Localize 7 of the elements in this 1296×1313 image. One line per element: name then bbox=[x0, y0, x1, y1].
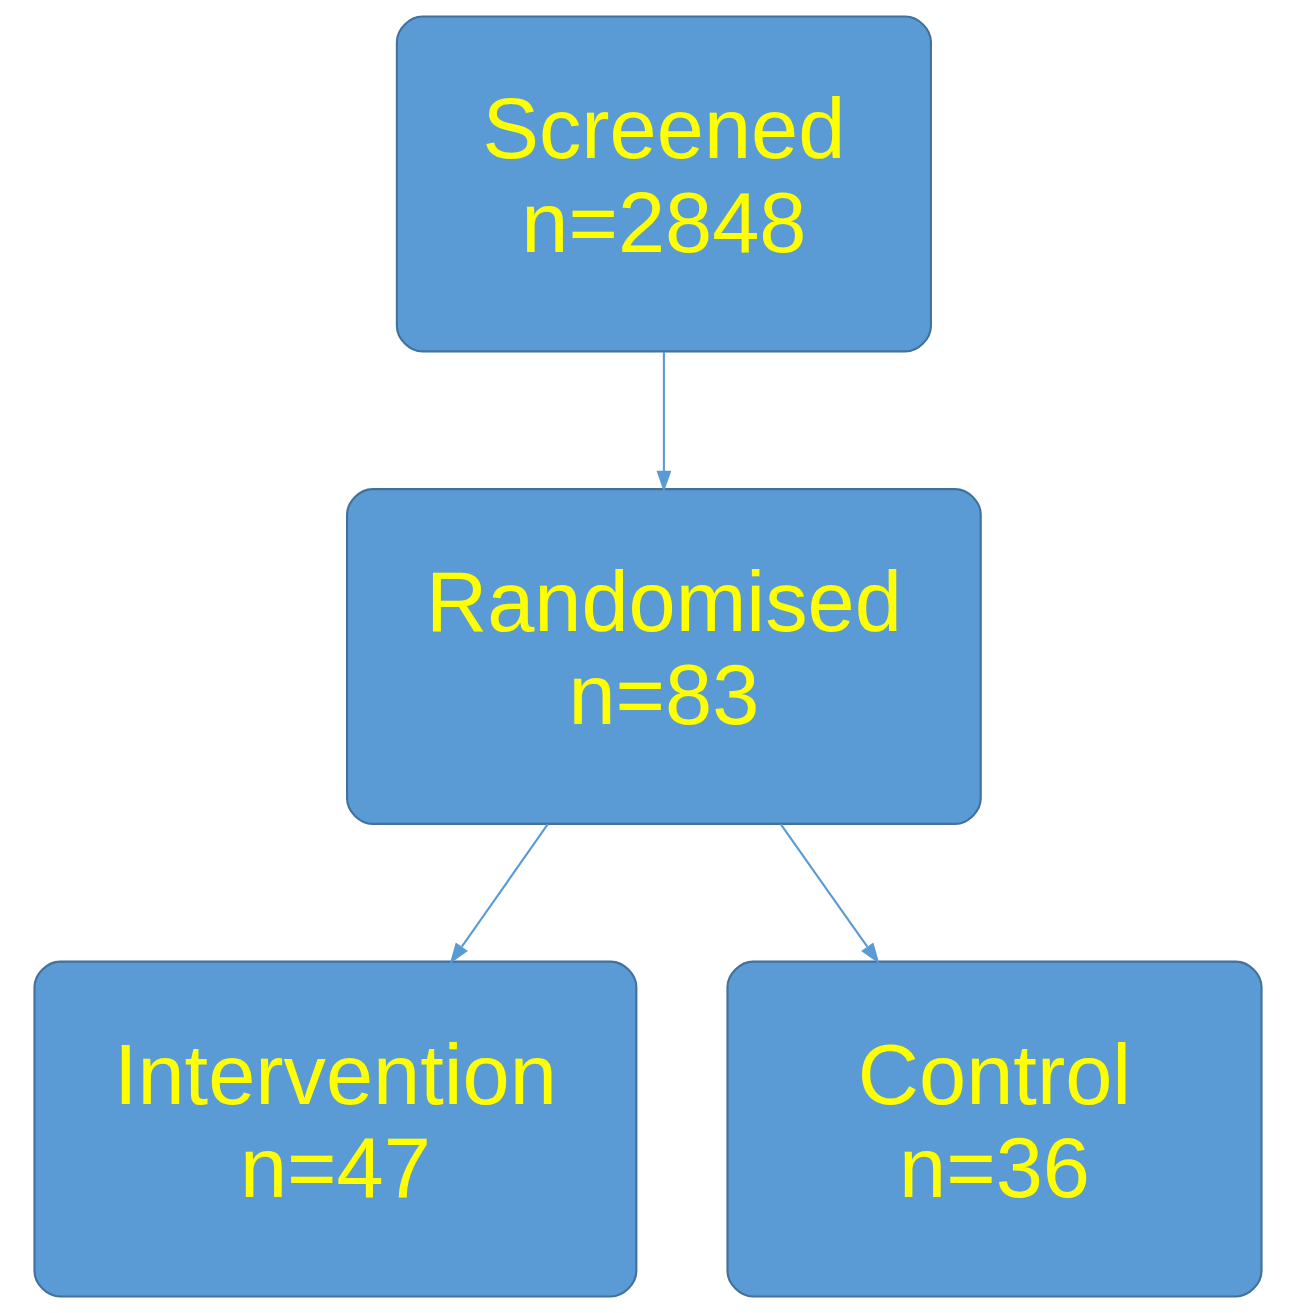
arrow bbox=[449, 823, 549, 965]
arrow bbox=[656, 351, 672, 493]
node-box: Randomised n=83 bbox=[346, 488, 982, 825]
arrow bbox=[780, 823, 880, 965]
node-box: Screened n=2848 bbox=[395, 15, 932, 353]
node-box: Intervention n=47 bbox=[33, 960, 638, 1298]
node-box: Control n=36 bbox=[726, 960, 1263, 1298]
